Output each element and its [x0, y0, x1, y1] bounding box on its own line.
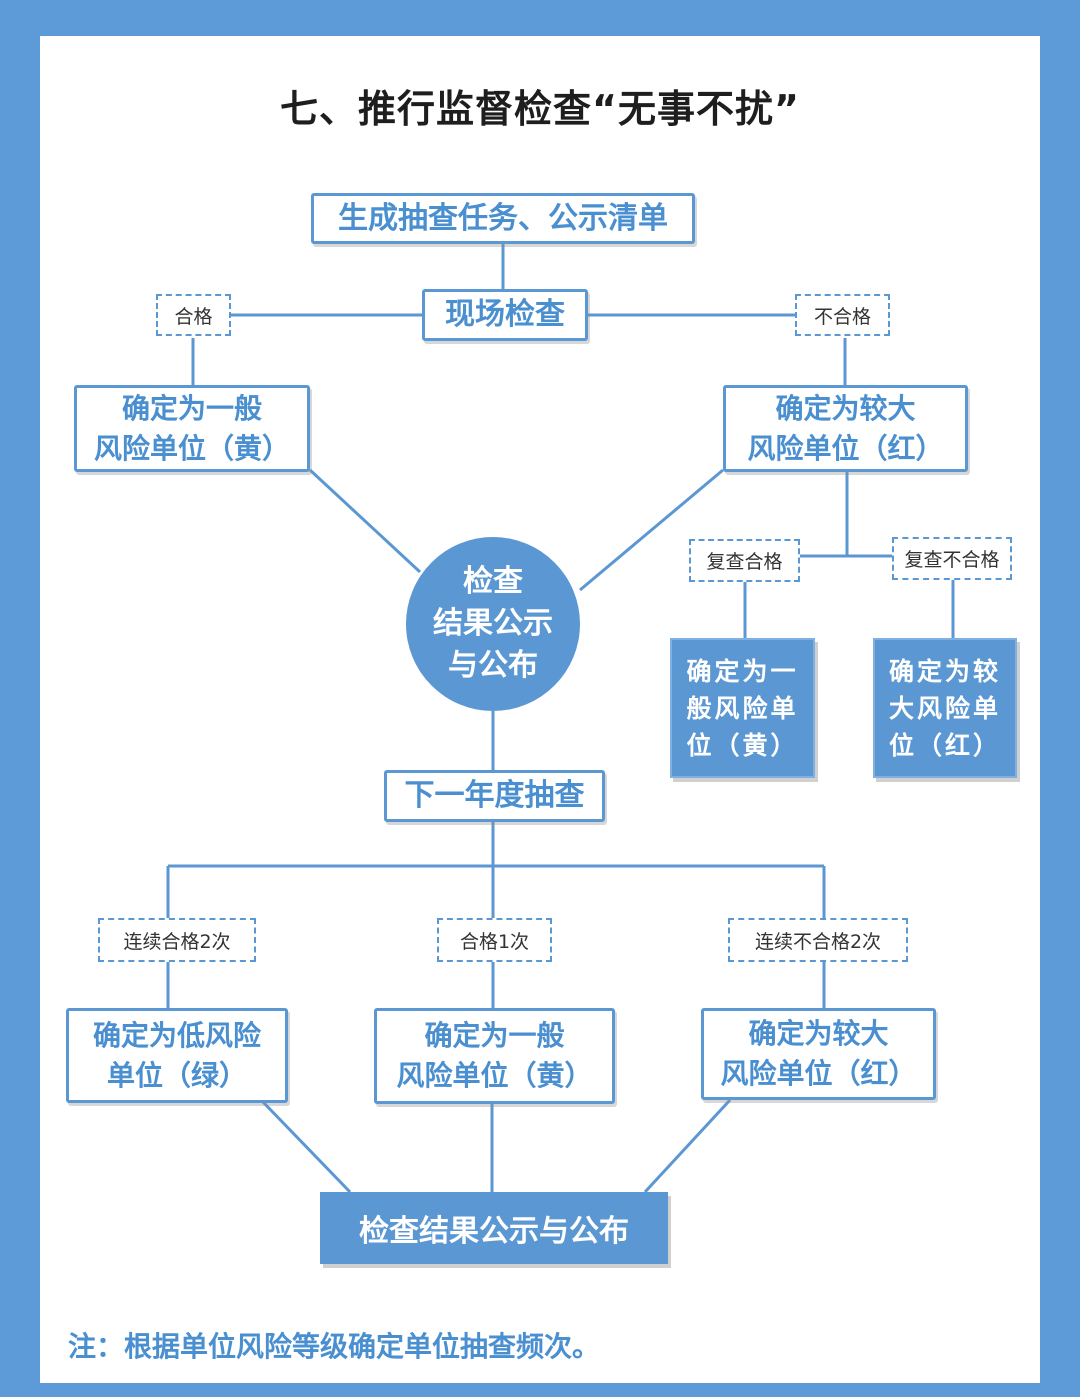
general-risk-yellow-box-bottom: 确定为一般 风险单位（黄） [374, 1008, 615, 1104]
pass-once-label: 合格1次 [437, 918, 552, 962]
page-title: 七、推行监督检查“无事不扰” [280, 87, 800, 131]
recheck-general-risk-box: 确定为一 般风险单 位（黄） [670, 638, 815, 778]
pass-label: 合格 [156, 294, 231, 336]
pass-twice-label: 连续合格2次 [98, 918, 256, 962]
recheck-major-risk-box: 确定为较 大风险单 位（红） [873, 638, 1017, 778]
major-risk-red-box-bottom: 确定为较大 风险单位（红） [701, 1008, 936, 1100]
fail-twice-label: 连续不合格2次 [728, 918, 908, 962]
final-result-publicity-box: 检查结果公示与公布 [320, 1192, 668, 1264]
fail-label: 不合格 [795, 294, 890, 336]
general-risk-yellow-box-top: 确定为一般 风险单位（黄） [74, 385, 310, 472]
onsite-inspection-box: 现场检查 [422, 289, 588, 341]
result-publicity-circle: 检查 结果公示 与公布 [406, 537, 580, 711]
major-risk-red-box-top: 确定为较大 风险单位（红） [723, 385, 968, 472]
generate-task-box: 生成抽查任务、公示清单 [311, 193, 695, 244]
next-year-inspection-box: 下一年度抽查 [384, 770, 605, 822]
low-risk-green-box: 确定为低风险 单位（绿） [66, 1008, 288, 1103]
footnote: 注：根据单位风险等级确定单位抽查频次。 [68, 1330, 601, 1363]
recheck-pass-label: 复查合格 [689, 539, 800, 582]
recheck-fail-label: 复查不合格 [892, 537, 1012, 580]
